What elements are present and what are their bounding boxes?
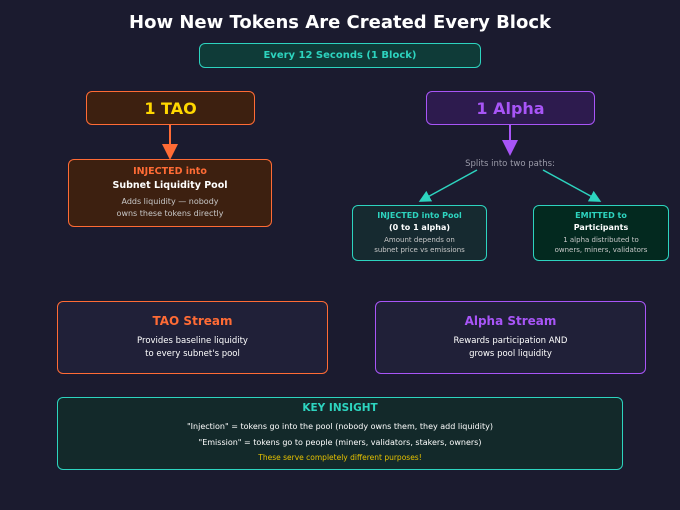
pool-arrow bbox=[418, 169, 478, 202]
pool-title: (0 to 1 alpha) bbox=[388, 223, 451, 232]
tao-stream-title: TAO Stream bbox=[152, 314, 233, 328]
tao-inj-title: Subnet Liquidity Pool bbox=[112, 180, 228, 191]
emit-arrow bbox=[542, 169, 602, 202]
key-insight-box: KEY INSIGHT "Injection" = tokens go into… bbox=[57, 397, 623, 470]
pool-desc2: subnet price vs emissions bbox=[374, 246, 465, 254]
emit-desc1: 1 alpha distributed to bbox=[563, 236, 639, 244]
tao-injected-box: INJECTED into Subnet Liquidity Pool Adds… bbox=[68, 159, 272, 227]
pool-head: INJECTED into Pool bbox=[377, 211, 462, 220]
alpha-stream-line2: grows pool liquidity bbox=[469, 349, 552, 359]
emit-desc2: owners, miners, validators bbox=[554, 246, 648, 254]
alpha-box: 1 Alpha bbox=[426, 91, 595, 125]
alpha-stream-box: Alpha Stream Rewards participation AND g… bbox=[375, 301, 646, 374]
alpha-label: 1 Alpha bbox=[476, 98, 545, 118]
alpha-stream-title: Alpha Stream bbox=[464, 314, 557, 328]
emit-title: Participants bbox=[573, 223, 629, 232]
tao-stream-line2: to every subnet's pool bbox=[145, 349, 240, 359]
tao-box: 1 TAO bbox=[86, 91, 255, 125]
insight-title: KEY INSIGHT bbox=[302, 402, 378, 414]
alpha-pool-box: INJECTED into Pool (0 to 1 alpha) Amount… bbox=[352, 205, 487, 261]
alpha-stream-line1: Rewards participation AND bbox=[453, 336, 568, 346]
tao-inj-desc1: Adds liquidity — nobody bbox=[121, 197, 219, 206]
alpha-emit-box: EMITTED to Participants 1 alpha distribu… bbox=[533, 205, 669, 261]
tao-label: 1 TAO bbox=[144, 98, 197, 118]
split-label: Splits into two paths: bbox=[465, 159, 555, 169]
pool-desc1: Amount depends on bbox=[384, 236, 455, 244]
tao-stream-box: TAO Stream Provides baseline liquidity t… bbox=[57, 301, 328, 374]
page-title: How New Tokens Are Created Every Block bbox=[129, 12, 551, 33]
banner-text: Every 12 Seconds (1 Block) bbox=[263, 50, 417, 61]
tao-inj-desc2: owns these tokens directly bbox=[116, 209, 224, 218]
tao-stream-line1: Provides baseline liquidity bbox=[137, 336, 248, 346]
emit-head: EMITTED to bbox=[575, 211, 627, 220]
insight-line1: "Injection" = tokens go into the pool (n… bbox=[187, 422, 493, 431]
insight-line2: "Emission" = tokens go to people (miners… bbox=[198, 438, 482, 447]
block-banner: Every 12 Seconds (1 Block) bbox=[199, 43, 481, 68]
tao-inj-head: INJECTED into bbox=[133, 166, 207, 177]
insight-line3: These serve completely different purpose… bbox=[258, 453, 422, 462]
